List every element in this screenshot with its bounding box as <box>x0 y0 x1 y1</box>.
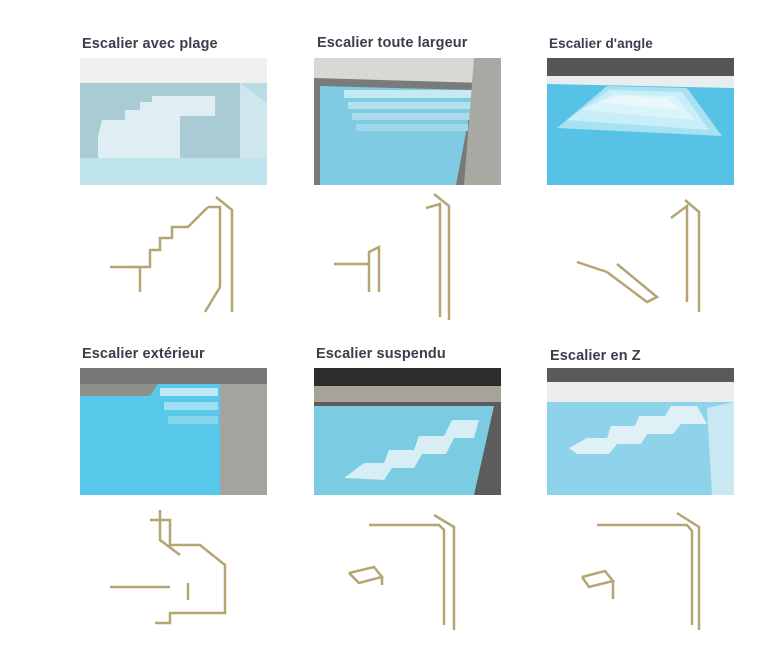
stair-title-avec-plage: Escalier avec plage <box>82 36 218 52</box>
photo-escalier-angle <box>547 58 734 185</box>
sketch-escalier-exterieur <box>80 505 267 635</box>
sketch-escalier-avec-plage <box>80 192 267 322</box>
stair-title-angle: Escalier d'angle <box>549 36 653 51</box>
stair-title-suspendu: Escalier suspendu <box>316 346 446 362</box>
sketch-escalier-toute-largeur <box>314 192 501 322</box>
stair-title-en-z: Escalier en Z <box>550 348 641 364</box>
photo-escalier-exterieur <box>80 368 267 495</box>
photo-escalier-avec-plage <box>80 58 267 185</box>
stair-title-exterieur: Escalier extérieur <box>82 346 205 362</box>
sketch-escalier-angle <box>547 192 734 322</box>
photo-escalier-en-z <box>547 368 734 495</box>
photo-escalier-suspendu <box>314 368 501 495</box>
photo-escalier-toute-largeur <box>314 58 501 185</box>
sketch-escalier-en-z <box>547 505 734 635</box>
stair-title-toute-largeur: Escalier toute largeur <box>317 35 468 51</box>
sketch-escalier-suspendu <box>314 505 501 635</box>
